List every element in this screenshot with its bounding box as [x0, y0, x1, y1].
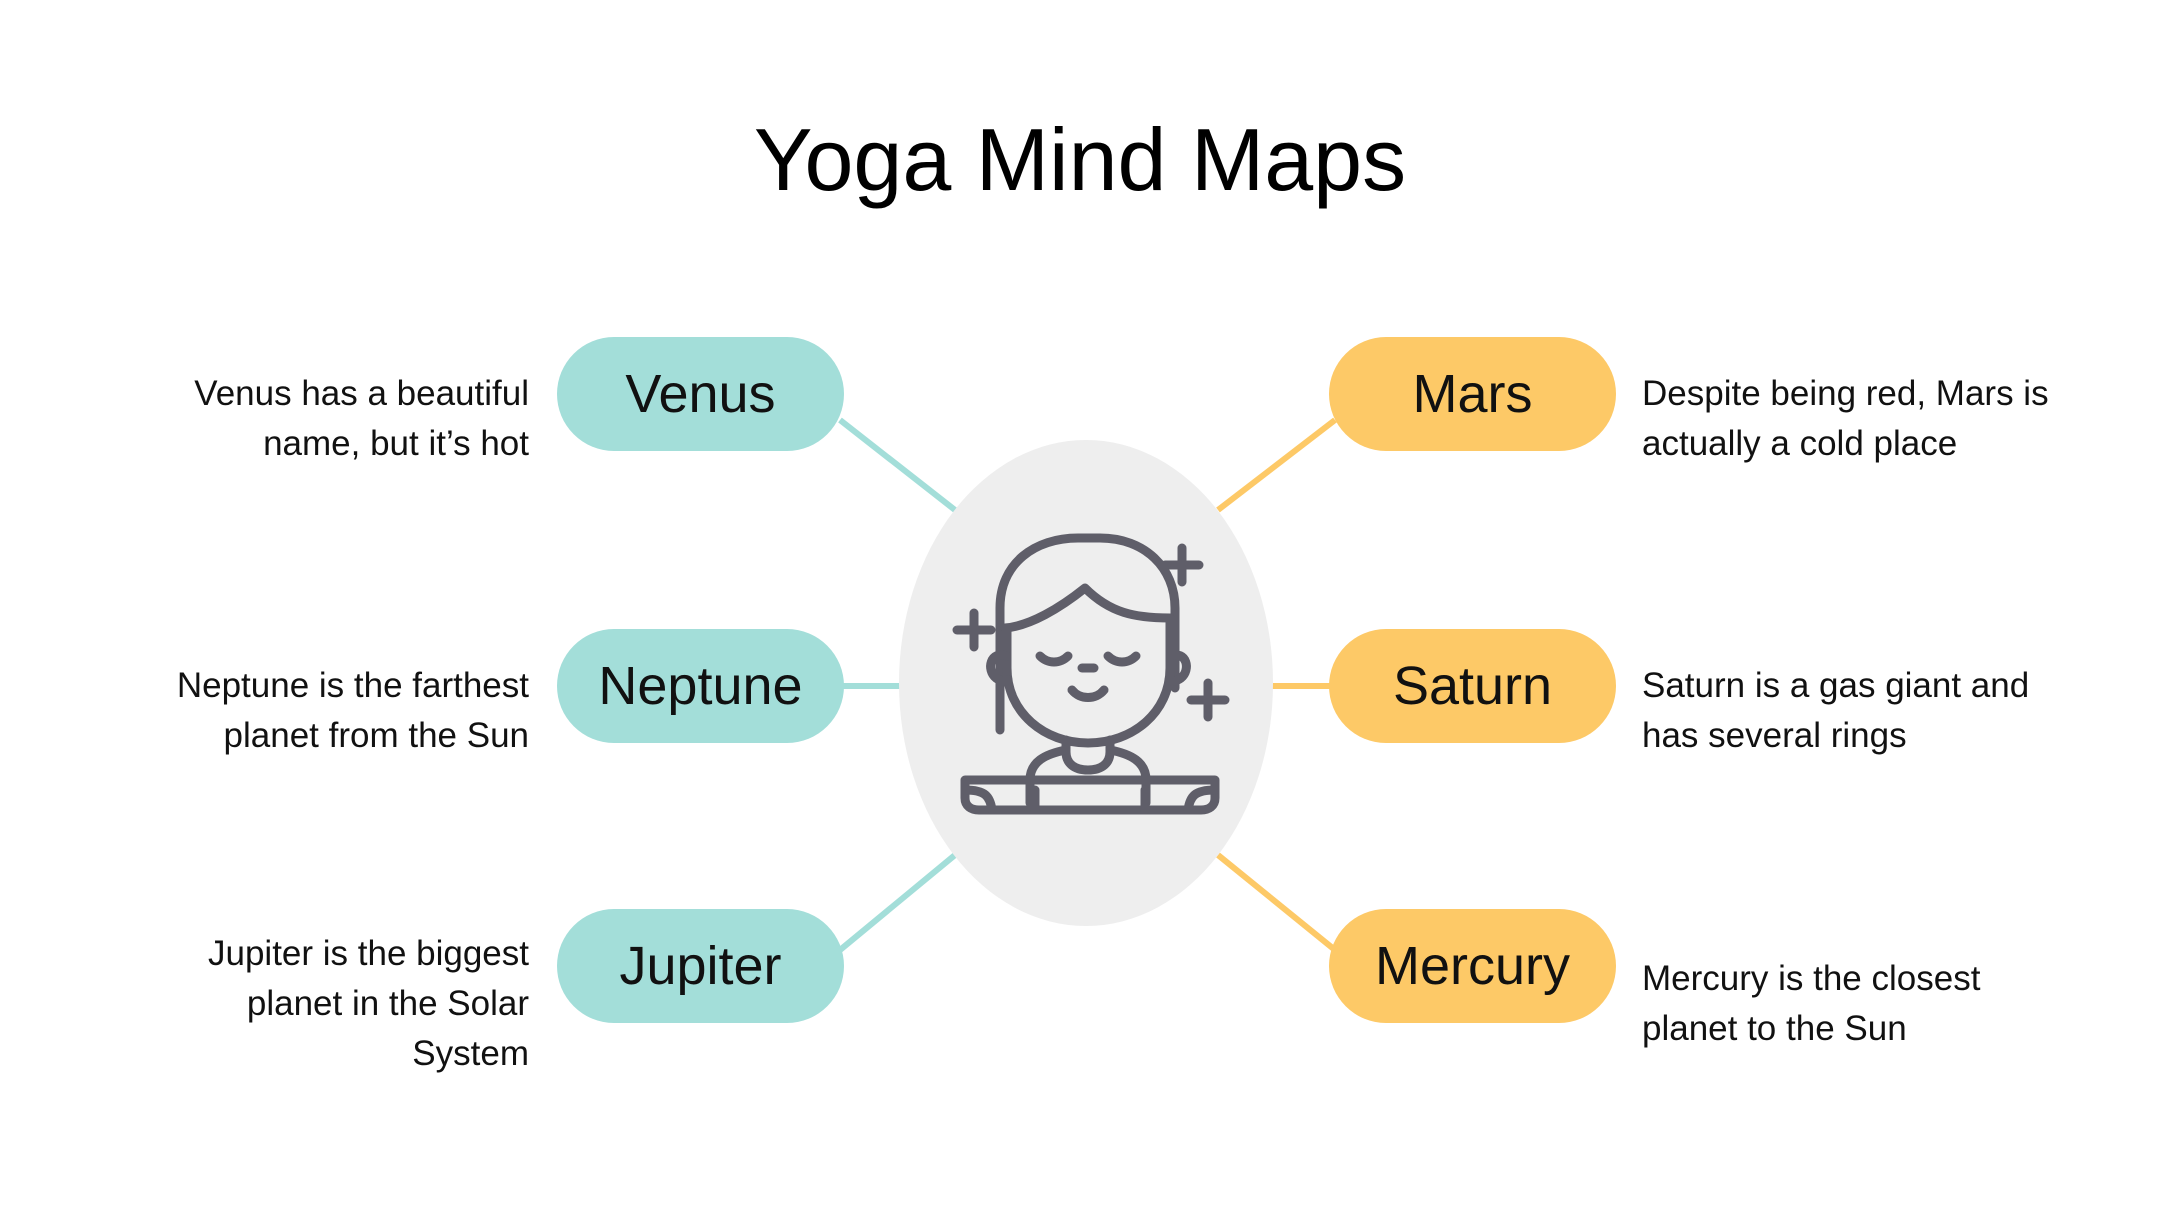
- node-jupiter-label: Jupiter: [619, 936, 782, 996]
- page-title: Yoga Mind Maps: [753, 110, 1407, 209]
- node-saturn-description: Saturn is a gas giant and has several ri…: [1642, 666, 2030, 755]
- node-mars-description: Despite being red, Mars is actually a co…: [1642, 374, 2049, 463]
- node-neptune-description: Neptune is the farthest planet from the …: [176, 666, 529, 755]
- node-saturn-label: Saturn: [1392, 656, 1553, 716]
- node-venus-label: Venus: [625, 364, 776, 424]
- node-mercury-label: Mercury: [1374, 936, 1570, 996]
- node-venus-description: Venus has a beautiful name, but it’s hot: [194, 374, 529, 463]
- connector-mercury: [1216, 852, 1337, 953]
- node-neptune: Neptune: [557, 629, 844, 743]
- node-venus: Venus: [557, 337, 844, 451]
- node-mars-label: Mars: [1412, 364, 1533, 424]
- node-jupiter: Jupiter: [557, 909, 844, 1023]
- connector-mars: [1216, 417, 1337, 513]
- node-jupiter-description: Jupiter is the biggest planet in the Sol…: [207, 934, 529, 1073]
- node-neptune-label: Neptune: [598, 656, 803, 716]
- connector-jupiter: [838, 852, 957, 953]
- node-mars: Mars: [1329, 337, 1616, 451]
- node-mercury-description: Mercury is the closest planet to the Sun: [1642, 959, 1981, 1048]
- node-mercury: Mercury: [1329, 909, 1616, 1023]
- connector-venus: [838, 417, 957, 513]
- meditating-person-icon: [952, 533, 1230, 815]
- node-saturn: Saturn: [1329, 629, 1616, 743]
